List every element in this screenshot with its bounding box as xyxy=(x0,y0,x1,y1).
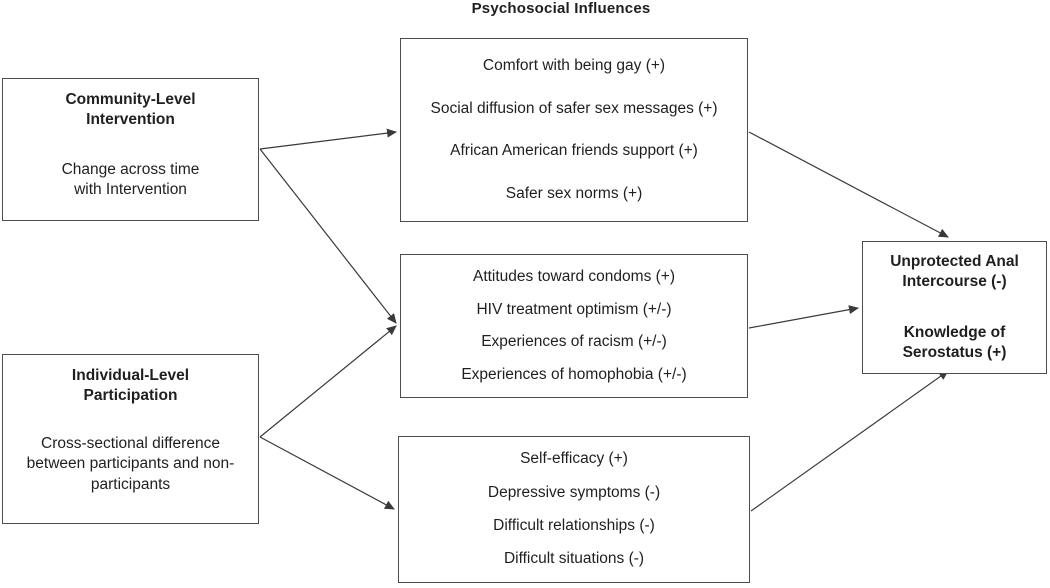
psychosocial-middle-box: Attitudes toward condoms (+) HIV treatme… xyxy=(400,254,748,398)
psychosocial-item: Difficult relationships (-) xyxy=(493,516,655,534)
psychosocial-item: Depressive symptoms (-) xyxy=(487,483,661,501)
diagram-title: Psychosocial Influences xyxy=(471,0,651,17)
psychosocial-item: Social diffusion of safer sex messages (… xyxy=(430,99,718,117)
psychosocial-item: HIV treatment optimism (+/-) xyxy=(476,300,672,318)
individual-level-participation-box: Individual-Level Participation Cross-sec… xyxy=(2,354,259,524)
psychosocial-item: Safer sex norms (+) xyxy=(505,184,643,202)
psychosocial-bottom-box: Self-efficacy (+) Depressive symptoms (-… xyxy=(398,436,750,583)
individual-box-description: Cross-sectional difference between parti… xyxy=(26,434,235,493)
psychosocial-item: Comfort with being gay (+) xyxy=(482,57,666,75)
arrow-community-to-middle-box xyxy=(259,148,397,324)
arrow-individual-to-bottom-box xyxy=(259,436,395,510)
community-level-intervention-box: Community-Level Intervention Change acro… xyxy=(2,78,259,221)
arrow-individual-to-middle-box xyxy=(259,325,397,438)
arrow-middle-box-to-outcomes xyxy=(748,305,859,329)
community-box-description: Change across time with Intervention xyxy=(61,160,200,199)
psychosocial-item: Experiences of homophobia (+/-) xyxy=(461,365,687,383)
psychosocial-item: Difficult situations (-) xyxy=(503,550,645,568)
outcomes-box: Unprotected Anal Intercourse (-) Knowled… xyxy=(862,241,1047,374)
individual-box-heading: Individual-Level Participation xyxy=(71,367,190,405)
psychosocial-item: Self-efficacy (+) xyxy=(520,450,628,468)
outcome-serostatus: Knowledge of Serostatus (+) xyxy=(902,323,1007,361)
community-box-heading: Community-Level Intervention xyxy=(65,91,196,129)
psychosocial-item: Experiences of racism (+/-) xyxy=(481,333,667,351)
arrow-top-box-to-outcomes xyxy=(748,131,949,238)
psychosocial-top-box: Comfort with being gay (+) Social diffus… xyxy=(400,38,748,222)
arrow-bottom-box-to-outcomes xyxy=(750,370,949,512)
psychosocial-item: African American friends support (+) xyxy=(450,142,698,160)
outcome-uai: Unprotected Anal Intercourse (-) xyxy=(890,252,1019,291)
arrow-community-to-top-box xyxy=(259,128,397,150)
psychosocial-item: Attitudes toward condoms (+) xyxy=(472,268,676,286)
